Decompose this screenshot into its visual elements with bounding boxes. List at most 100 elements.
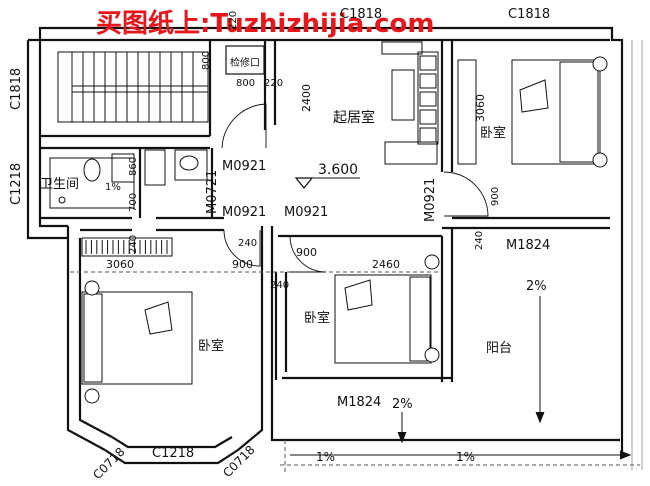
sofa-back <box>417 51 439 145</box>
dim-label-240-b: 240 <box>238 238 257 249</box>
sofa-cushion <box>419 55 437 71</box>
access-hatch <box>225 45 265 75</box>
right-grid <box>631 40 643 470</box>
arrow-head-icon <box>619 450 632 460</box>
bedroom-ne-wall-west <box>440 40 454 172</box>
sofa-cushion <box>419 127 437 143</box>
nightstand-lamp-icon <box>592 56 608 72</box>
bed-ne-pillow-icon <box>519 79 549 113</box>
bed-mid-pillow-icon <box>344 279 373 311</box>
door-label-hall-lower-right: M0921 <box>284 205 328 220</box>
dim-label-220-b: 220 <box>264 78 283 89</box>
nightstand-lamp-icon <box>424 347 440 363</box>
window-label-left-lower: C1218 <box>9 163 24 205</box>
tv-cabinet <box>381 41 423 55</box>
bed-mid <box>334 254 440 364</box>
door-swing-hall-right <box>289 235 327 273</box>
dim-label-800-a: 800 <box>201 51 212 70</box>
nightstand-lamp-icon <box>592 152 608 168</box>
slope-label-rail-right: 1% <box>456 450 475 464</box>
walls <box>26 26 624 465</box>
window-label-top-left: C1818 <box>340 7 382 22</box>
staircase <box>57 51 209 123</box>
dim-label-900-c: 900 <box>490 187 501 206</box>
bedroom-mid-wall-west <box>274 272 288 380</box>
wardrobe-ne <box>457 59 477 165</box>
nightstand-lamp-icon <box>424 254 440 270</box>
dim-label-800-b: 800 <box>236 78 255 89</box>
wardrobe-hatch <box>85 240 168 254</box>
floor-drain-icon <box>58 196 66 204</box>
door-label-bath-side: M0721 <box>205 170 220 214</box>
bed-ne-head <box>559 61 599 163</box>
room-label-bed-mid: 卧室 <box>304 310 330 326</box>
door-label-living-left: M0921 <box>222 159 266 174</box>
room-label-bath: 卫生间 <box>40 177 79 192</box>
dim-label-240-a: 240 <box>128 235 139 254</box>
door-label-balcony-top: M1824 <box>506 238 550 253</box>
bed-sw <box>81 280 193 404</box>
room-label-balcony: 阳台 <box>486 341 512 356</box>
dim-label-2400: 2400 <box>300 84 313 112</box>
coffee-table <box>391 69 415 121</box>
dim-label-3060-a: 3060 <box>474 94 487 122</box>
door-swings <box>221 103 489 273</box>
dim-label-240-c: 240 <box>270 280 289 291</box>
bath-fixtures <box>49 149 208 209</box>
door-swing-bed-ne <box>443 171 489 217</box>
toilet-icon <box>83 158 101 182</box>
slope-label-bottom: 2% <box>392 397 413 412</box>
room-label-living: 起居室 <box>333 109 375 126</box>
bedroom-sw-wall-west-inner <box>78 238 113 438</box>
level-marker-icon <box>294 177 314 189</box>
access-hatch-box <box>225 45 265 75</box>
arrow-head-icon <box>535 411 545 424</box>
basin-counter <box>174 149 208 181</box>
bed-ne <box>511 56 608 168</box>
nightstand-lamp-icon <box>84 280 100 296</box>
window-label-left-upper: C1818 <box>9 68 24 110</box>
sofa-cushion <box>419 91 437 107</box>
dim-label-220-a: 220 <box>228 11 239 30</box>
shower-area <box>49 157 135 209</box>
door-swing-hall-left <box>223 229 261 267</box>
arrow-head-icon <box>397 431 407 444</box>
beds <box>81 56 608 404</box>
dim-label-900-a: 900 <box>232 258 253 271</box>
sofa-bottom <box>384 141 438 165</box>
slope-label-balcony: 2% <box>526 279 547 294</box>
window-label-bay-front: C1218 <box>152 446 194 461</box>
sofa-cushions <box>419 55 437 143</box>
bed-sw-pillow-icon <box>144 301 173 335</box>
dashed-lines <box>70 271 640 475</box>
laundry-box <box>144 149 166 186</box>
sofa-cushion <box>419 73 437 89</box>
outer-wall-west-inner <box>38 40 68 228</box>
wardrobes <box>81 59 477 257</box>
bedroom-mid-wall-east <box>440 228 454 382</box>
door-label-balcony-bottom: M1824 <box>337 395 381 410</box>
bay-window-inner <box>111 436 233 449</box>
bedroom-sw-wall-west <box>66 226 106 451</box>
bay-window-outline <box>104 449 239 465</box>
wardrobe-sw <box>81 237 173 257</box>
room-label-bed-ne: 卧室 <box>480 125 506 141</box>
floor-level-label: 3.600 <box>318 162 358 178</box>
dim-label-860: 860 <box>128 157 139 176</box>
sofa-cushion <box>419 109 437 125</box>
stair-treads <box>71 52 194 122</box>
bed-sw-head <box>83 293 103 383</box>
dim-label-900-b: 900 <box>296 246 317 259</box>
access-hatch-label: 检修口 <box>230 56 260 69</box>
nightstand-lamp-icon <box>84 388 100 404</box>
stair-box <box>57 51 209 123</box>
dim-label-700: 700 <box>128 193 139 212</box>
door-label-bed-ne: M0921 <box>423 178 438 222</box>
door-label-hall-lower-left: M0921 <box>222 205 266 220</box>
dim-label-3060-b: 3060 <box>106 258 134 271</box>
dim-label-240-d: 240 <box>474 231 485 250</box>
outer-wall-west <box>26 40 68 240</box>
door-swing-living-left <box>221 103 267 149</box>
dim-label-2460: 2460 <box>372 258 400 271</box>
